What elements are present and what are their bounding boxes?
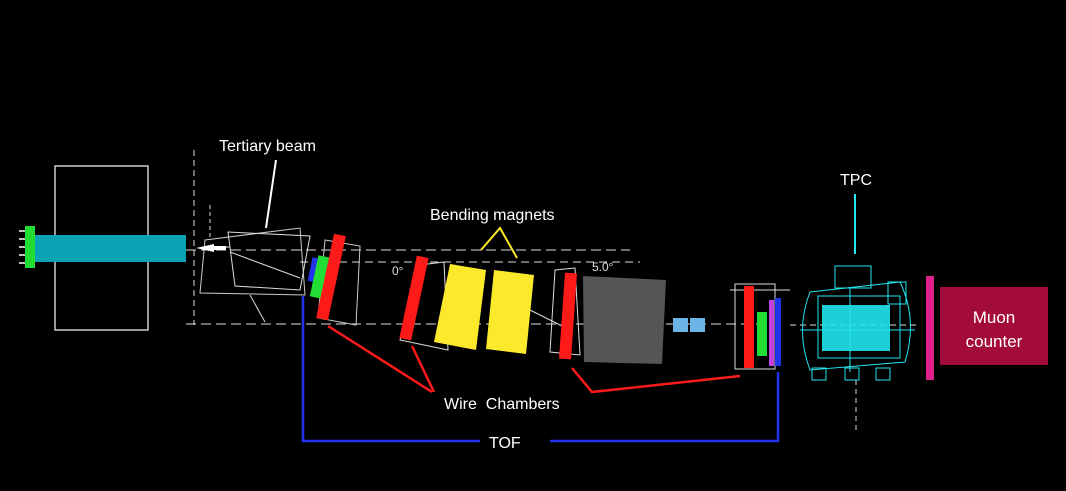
bending-magnets-label: Bending magnets — [430, 207, 555, 224]
tpc-active-volume — [822, 305, 890, 351]
wire-chamber-4 — [744, 286, 754, 368]
muon-counter-label-2: counter — [966, 332, 1023, 351]
small-block-2 — [690, 318, 705, 332]
beam-window — [25, 226, 35, 268]
tof-upstream-green — [309, 255, 331, 299]
wire-chamber-2 — [399, 255, 429, 341]
tof-bracket — [301, 296, 780, 443]
beam-window-ticks — [19, 230, 25, 264]
wire-chambers-label: Wire Chambers — [444, 396, 560, 413]
muon-counter-label-1: Muon — [973, 308, 1016, 327]
downstream-magenta-counter — [769, 300, 774, 366]
angle-label-left: 0° — [392, 264, 404, 278]
small-block-1 — [673, 318, 688, 332]
downstream-green-counter — [757, 312, 767, 356]
bending-magnet-1 — [434, 264, 486, 350]
steel-block — [583, 276, 666, 364]
muon-paddle — [926, 276, 934, 380]
beam-arrow — [196, 244, 226, 252]
angle-label-right: 5.0° — [592, 260, 614, 274]
wire-chamber-1 — [316, 233, 346, 321]
beam-pipe — [28, 235, 186, 262]
tpc-label: TPC — [840, 172, 872, 189]
tertiary-beam-label: Tertiary beam — [219, 138, 316, 155]
wire-chamber-3 — [559, 272, 577, 360]
tof-downstream-blue — [775, 298, 781, 366]
bending-magnets-pointer — [480, 226, 518, 259]
bending-magnet-2 — [486, 270, 534, 354]
muon-counter-box — [940, 287, 1048, 365]
tertiary-beam-pointer — [265, 159, 277, 229]
wire-chambers-pointers — [327, 324, 741, 394]
tof-label: TOF — [489, 435, 521, 452]
